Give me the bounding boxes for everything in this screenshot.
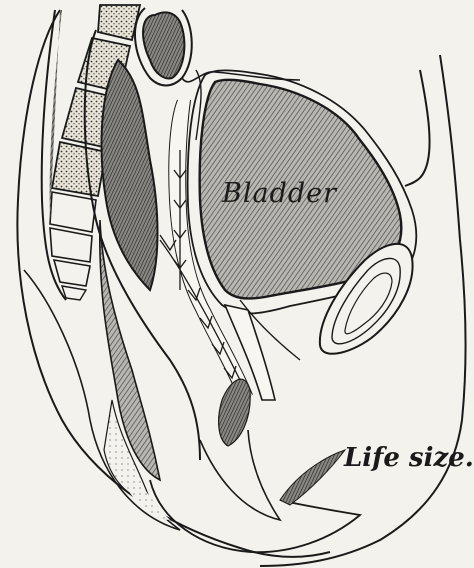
uterus	[143, 12, 184, 78]
lower-hatch-patch	[219, 379, 251, 446]
mons-patch	[280, 450, 345, 505]
anterior-abdominal-wall	[405, 70, 430, 186]
scale-caption: Life size.	[344, 443, 474, 473]
buttock-contour	[24, 270, 180, 530]
vesical-fold	[196, 70, 201, 140]
labia-inner	[200, 430, 280, 520]
labia-outline	[150, 480, 360, 552]
rectum	[102, 60, 158, 290]
bladder-label: Bladder	[222, 178, 337, 209]
